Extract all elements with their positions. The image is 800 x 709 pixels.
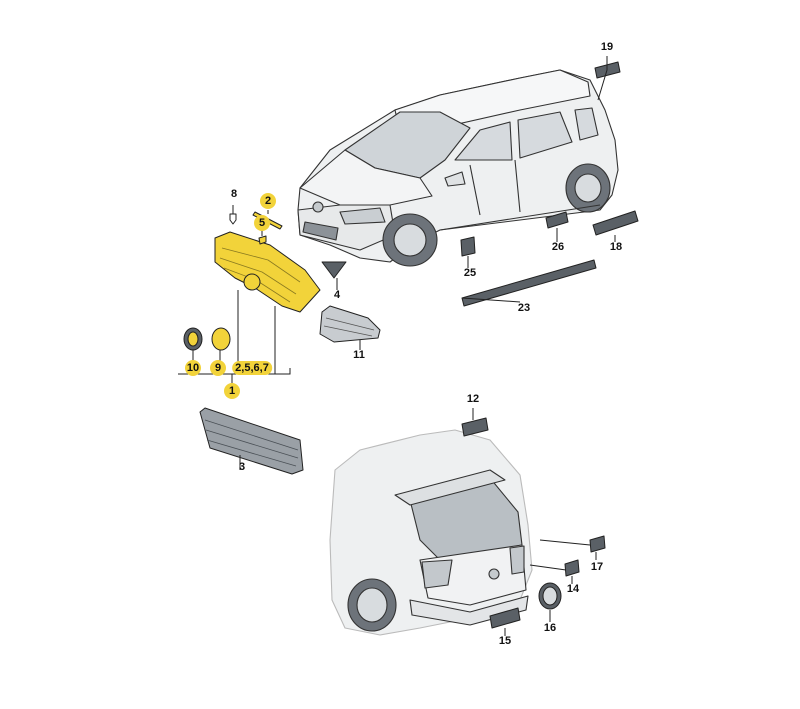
callout-18[interactable]: 18 <box>609 241 623 253</box>
callout-1[interactable]: 1 <box>224 383 240 399</box>
callout-10[interactable]: 10 <box>185 360 201 376</box>
callout-5[interactable]: 5 <box>254 215 270 231</box>
callout-9[interactable]: 9 <box>210 360 226 376</box>
callout-4[interactable]: 4 <box>333 289 341 301</box>
callout-11[interactable]: 11 <box>353 349 365 361</box>
radiator-grille-part <box>214 231 321 313</box>
callout-15[interactable]: 15 <box>498 635 512 647</box>
callout-12[interactable]: 12 <box>466 393 480 405</box>
clip-part-8 <box>229 213 237 225</box>
callout-3[interactable]: 3 <box>238 461 246 473</box>
callout-17[interactable]: 17 <box>590 561 604 573</box>
front-car-illustration <box>297 69 619 267</box>
callout-26[interactable]: 26 <box>551 241 565 253</box>
emblem-part-9 <box>211 327 231 351</box>
callout-19[interactable]: 19 <box>600 41 614 53</box>
sill-strip-part-23 <box>461 259 597 307</box>
badge-part-26 <box>545 211 569 229</box>
badge-part-12 <box>461 417 489 437</box>
badge-part-17 <box>589 535 606 553</box>
badge-part-15 <box>489 607 521 629</box>
badge-part-25 <box>460 236 476 257</box>
screw-part-5 <box>258 235 267 245</box>
lower-grille-part-3 <box>199 407 304 475</box>
callout-2-5-6-7[interactable]: 2,5,6,7 <box>232 361 272 375</box>
leader-lines <box>178 56 616 636</box>
badge-part-14 <box>564 559 580 577</box>
callout-14[interactable]: 14 <box>566 583 580 595</box>
callout-8[interactable]: 8 <box>230 188 238 200</box>
trim-strip-part-18 <box>592 210 639 236</box>
callout-23[interactable]: 23 <box>517 302 531 314</box>
wedge-part-4 <box>321 261 347 279</box>
callout-16[interactable]: 16 <box>543 622 557 634</box>
rear-car-illustration <box>329 429 533 636</box>
parts-group <box>183 61 639 629</box>
callout-25[interactable]: 25 <box>463 267 477 279</box>
callout-2[interactable]: 2 <box>260 193 276 209</box>
